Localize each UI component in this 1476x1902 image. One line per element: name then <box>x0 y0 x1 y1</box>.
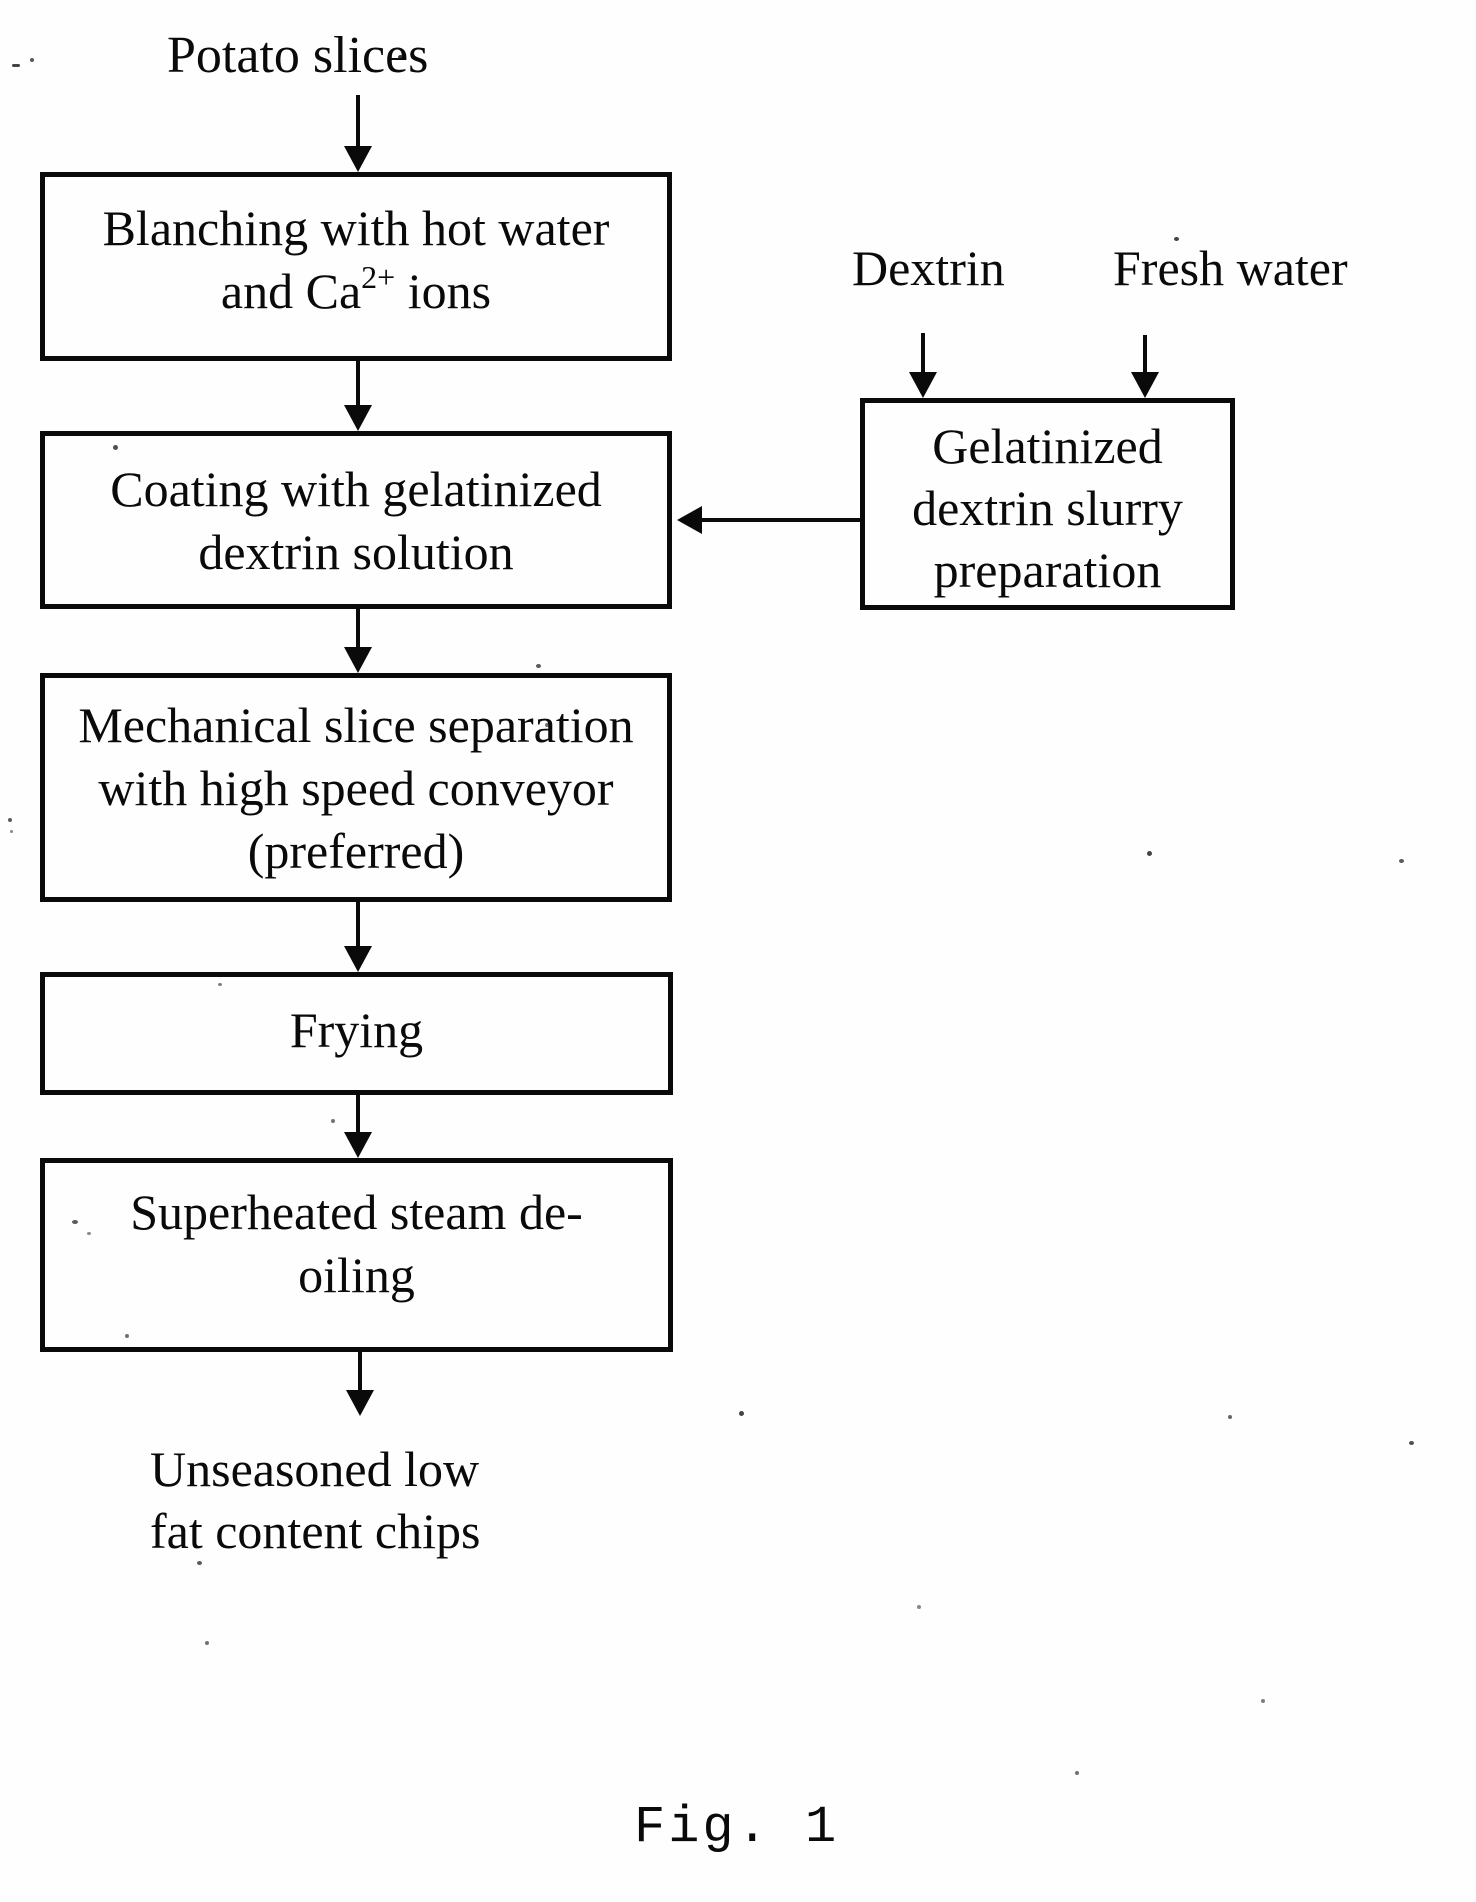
frying-label: Frying <box>289 1002 424 1058</box>
arrow-shaft <box>356 1095 360 1132</box>
scan-speck <box>331 1119 335 1123</box>
arrow-shaft <box>1143 335 1147 372</box>
blanching-line-2-post: ions <box>395 263 492 319</box>
arrow-shaft <box>356 902 360 946</box>
arrow-head-down <box>909 372 937 398</box>
arrow-head-down <box>1131 372 1159 398</box>
arrow-frying-to-deoiling <box>344 1095 372 1158</box>
slurry-line-3: preparation <box>933 542 1162 598</box>
scan-speck <box>1174 237 1179 241</box>
box-deoiling: Superheated steam de- oiling <box>40 1158 673 1352</box>
arrow-coating-to-mechanical <box>344 609 372 673</box>
scan-speck <box>113 445 118 450</box>
arrow-dextrin-to-slurry <box>909 333 937 398</box>
scan-speck <box>1261 1699 1265 1703</box>
scan-speck <box>1075 1771 1079 1775</box>
scan-speck <box>87 1232 91 1235</box>
coating-line-2: dextrin solution <box>198 524 514 580</box>
coating-line-1: Coating with gelatinized <box>110 461 602 517</box>
mechanical-line-2: with high speed conveyor <box>98 760 614 816</box>
scan-speck <box>536 664 541 668</box>
arrow-head-down <box>344 647 372 673</box>
output-line-1: Unseasoned low <box>150 1441 480 1497</box>
blanching-line-2-pre: and Ca <box>220 263 362 319</box>
arrow-head-down <box>344 1132 372 1158</box>
scan-speck <box>1409 1441 1414 1445</box>
deoiling-line-1: Superheated steam de- <box>130 1184 583 1240</box>
label-fresh-water: Fresh water <box>1113 240 1348 296</box>
deoiling-line-2: oiling <box>298 1247 415 1303</box>
box-blanching: Blanching with hot water and Ca2+ ions <box>40 172 672 361</box>
scan-speck <box>197 1561 202 1565</box>
arrow-mechanical-to-frying <box>344 902 372 972</box>
scan-speck <box>72 1220 78 1224</box>
slurry-line-2: dextrin slurry <box>912 480 1183 536</box>
label-output-chips: Unseasoned low fat content chips <box>150 1438 480 1562</box>
mechanical-line-1: Mechanical slice separation <box>78 697 634 753</box>
scan-speck <box>8 818 12 822</box>
arrow-shaft <box>356 361 360 405</box>
figure-caption: Fig. 1 <box>634 1798 840 1857</box>
arrow-shaft <box>358 1352 362 1390</box>
scan-speck <box>218 983 222 986</box>
scan-speck <box>1399 859 1404 863</box>
scan-speck <box>30 58 34 62</box>
arrow-potato-to-blanching <box>344 95 372 172</box>
arrow-slurry-to-coating <box>677 506 860 534</box>
label-dextrin: Dextrin <box>852 240 1005 296</box>
output-line-2: fat content chips <box>150 1503 481 1559</box>
scan-speck <box>205 1641 209 1645</box>
arrow-blanching-to-coating <box>344 361 372 431</box>
box-mechanical-separation: Mechanical slice separation with high sp… <box>40 673 672 902</box>
superscript-2plus: 2+ <box>361 259 396 295</box>
arrow-shaft <box>702 518 860 522</box>
arrow-head-down <box>344 146 372 172</box>
arrow-deoiling-to-output <box>346 1352 374 1416</box>
arrow-shaft <box>356 95 360 146</box>
scan-speck <box>398 55 403 59</box>
blanching-line-1: Blanching with hot water <box>102 200 610 256</box>
arrow-head-down <box>344 405 372 431</box>
arrow-head-down <box>344 946 372 972</box>
arrow-shaft <box>356 609 360 647</box>
scan-speck <box>125 1334 129 1338</box>
box-coating: Coating with gelatinized dextrin solutio… <box>40 431 672 609</box>
arrow-head-left <box>677 506 702 534</box>
label-potato-slices: Potato slices <box>167 27 429 84</box>
arrow-shaft <box>921 333 925 372</box>
scan-speck <box>917 1605 921 1609</box>
mechanical-line-3: (preferred) <box>247 823 465 879</box>
arrow-head-down <box>346 1390 374 1416</box>
scan-speck <box>10 830 13 833</box>
box-gelatinized-slurry: Gelatinized dextrin slurry preparation <box>860 398 1235 610</box>
scan-speck <box>1147 851 1152 856</box>
scan-speck <box>12 64 20 67</box>
scan-speck <box>739 1411 744 1416</box>
scan-speck <box>1228 1415 1232 1419</box>
slurry-line-1: Gelatinized <box>932 418 1163 474</box>
blanching-line-2: and Ca2+ ions <box>221 260 491 323</box>
box-frying: Frying <box>40 972 673 1095</box>
arrow-fresh-water-to-slurry <box>1131 335 1159 398</box>
scan-speck <box>545 723 549 727</box>
